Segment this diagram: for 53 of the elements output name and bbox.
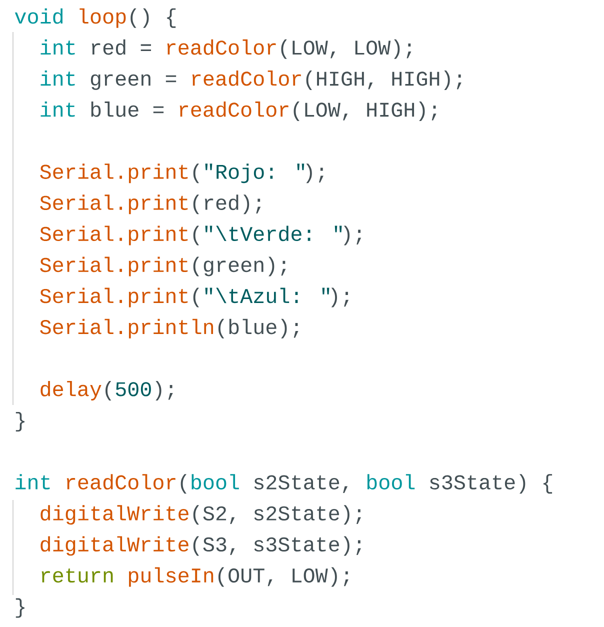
code-text: "Rojo: " [205, 164, 304, 184]
code-text: ( [193, 226, 199, 246]
code-text: digitalWrite [40, 505, 188, 525]
code-text: ); [306, 164, 324, 184]
code-text: delay [40, 380, 102, 400]
code-text: s2State, [254, 475, 348, 493]
code-text: (LOW, LOW); [281, 39, 412, 59]
code-text: bool [192, 474, 239, 490]
code-text: ( [180, 474, 186, 494]
code-text: blue = [91, 102, 164, 117]
code-text: red = [92, 39, 151, 55]
code-text: return [42, 568, 113, 583]
code-text: int [40, 70, 75, 86]
code-text: int [40, 102, 75, 117]
code-text: Serial.print [40, 194, 188, 214]
code-text: loop [80, 8, 126, 28]
code-text: (blue); [218, 318, 298, 338]
code-text: (S2, s2State); [193, 505, 361, 525]
code-text: green = [90, 74, 176, 90]
code-text: } [16, 598, 24, 618]
code-text: (green); [193, 256, 286, 276]
code-text: (HIGH, HIGH); [306, 70, 462, 90]
code-text: s3State) { [430, 474, 552, 494]
code-text: Serial.print [40, 256, 188, 276]
code-text: "\tAzul: " [205, 288, 330, 304]
code-text: readColor [66, 474, 176, 490]
code-text: ); [331, 288, 349, 308]
code-text: bool [367, 474, 415, 490]
code-text: ); [156, 380, 173, 400]
code-text: (S3, s3State); [193, 536, 361, 556]
code-text: pulseIn [128, 567, 214, 587]
code-text: (LOW, HIGH); [294, 102, 436, 121]
code-text: ( [193, 288, 199, 308]
code-text: Serial.print [40, 164, 188, 184]
code-text: } [16, 412, 24, 432]
code-text: int [40, 39, 75, 55]
code-text: ( [106, 380, 112, 400]
code-text: Serial.println [40, 318, 214, 338]
code-text: int [16, 474, 50, 490]
code-text: "\tVerde: " [205, 226, 342, 242]
code-text: ( [193, 164, 199, 184]
code-text: Serial.print [40, 288, 188, 308]
code-text: readColor [167, 39, 276, 55]
code-text: readColor [180, 102, 288, 117]
code-text: () { [130, 8, 176, 28]
code-text: digitalWrite [40, 536, 188, 556]
code-text: Serial.print [40, 226, 188, 246]
code-text: 500 [116, 382, 151, 396]
code-text: (OUT, LOW); [218, 567, 348, 587]
code-text: void [14, 8, 63, 24]
code-text: (red); [193, 194, 261, 214]
code-text: readColor [192, 70, 301, 86]
code-text: ); [344, 226, 362, 246]
